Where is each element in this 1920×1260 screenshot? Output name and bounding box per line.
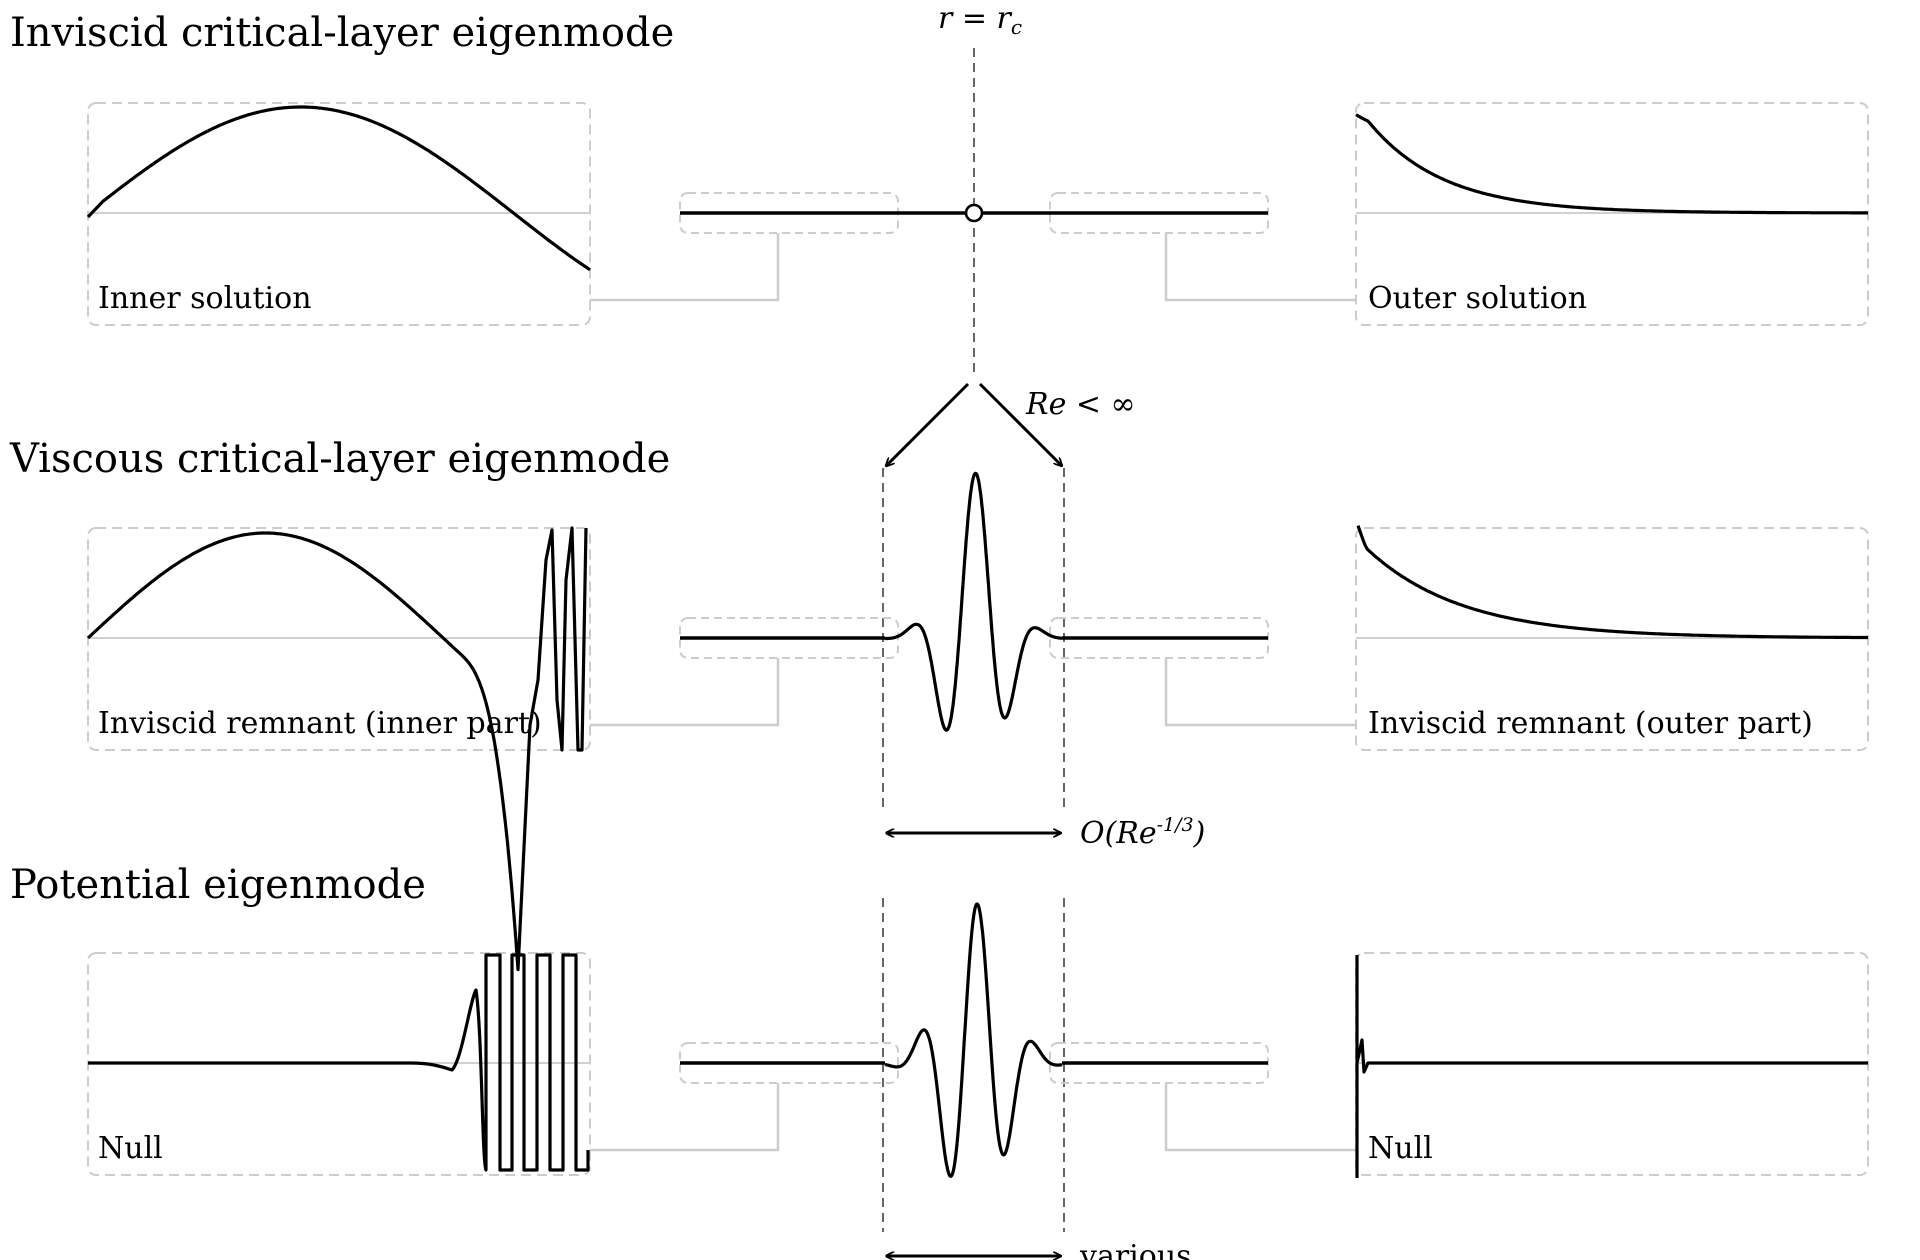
inner-zoom-region — [679, 1042, 899, 1084]
row-title-potential: Potential eigenmode — [10, 862, 426, 908]
outer-panel-label: Inviscid remnant (outer part) — [1368, 706, 1813, 741]
inner-panel-label: Inviscid remnant (inner part) — [98, 706, 542, 741]
eigenmode-row-1: Inviscid remnant (inner part) Inviscid re… — [87, 527, 1869, 751]
inner-connector — [590, 233, 780, 302]
eigenmode-row-0: Inner solution Outer solution — [87, 102, 1869, 326]
outer-panel-label: Outer solution — [1368, 281, 1587, 316]
row-title-inviscid: Inviscid critical-layer eigenmode — [10, 10, 674, 56]
inner-remnant-curve — [86, 526, 588, 972]
outer-panel-label: Null — [1368, 1131, 1433, 1166]
row-title-viscous: Viscous critical-layer eigenmode — [9, 436, 670, 482]
split-arrow-left — [886, 382, 970, 466]
outer-connector — [1164, 1083, 1356, 1152]
inner-panel-label: Inner solution — [98, 281, 312, 316]
reynolds-condition-label: Re < ∞ — [1025, 387, 1136, 422]
outer-null-curve — [1355, 955, 1868, 1178]
critical-radius-label: r = rc — [938, 1, 1022, 39]
width-label-potential: various — [1079, 1239, 1192, 1260]
outer-connector — [1164, 233, 1356, 302]
inner-connector — [590, 658, 780, 727]
critical-point-marker — [964, 203, 984, 223]
width-label-viscous: O(Re-1/3) — [1080, 814, 1205, 851]
inner-panel-label: Null — [98, 1131, 163, 1166]
inner-solution-curve — [86, 105, 591, 272]
potential-critical-layer-wave — [883, 902, 1064, 1178]
outer-solution-curve — [1355, 113, 1868, 215]
split-arrow-right — [978, 382, 1062, 466]
inner-connector — [590, 1083, 780, 1152]
viscous-critical-layer-wave — [883, 471, 1064, 732]
inner-null-curve — [88, 953, 590, 1172]
outer-remnant-curve — [1356, 525, 1868, 640]
outer-connector — [1164, 658, 1356, 727]
